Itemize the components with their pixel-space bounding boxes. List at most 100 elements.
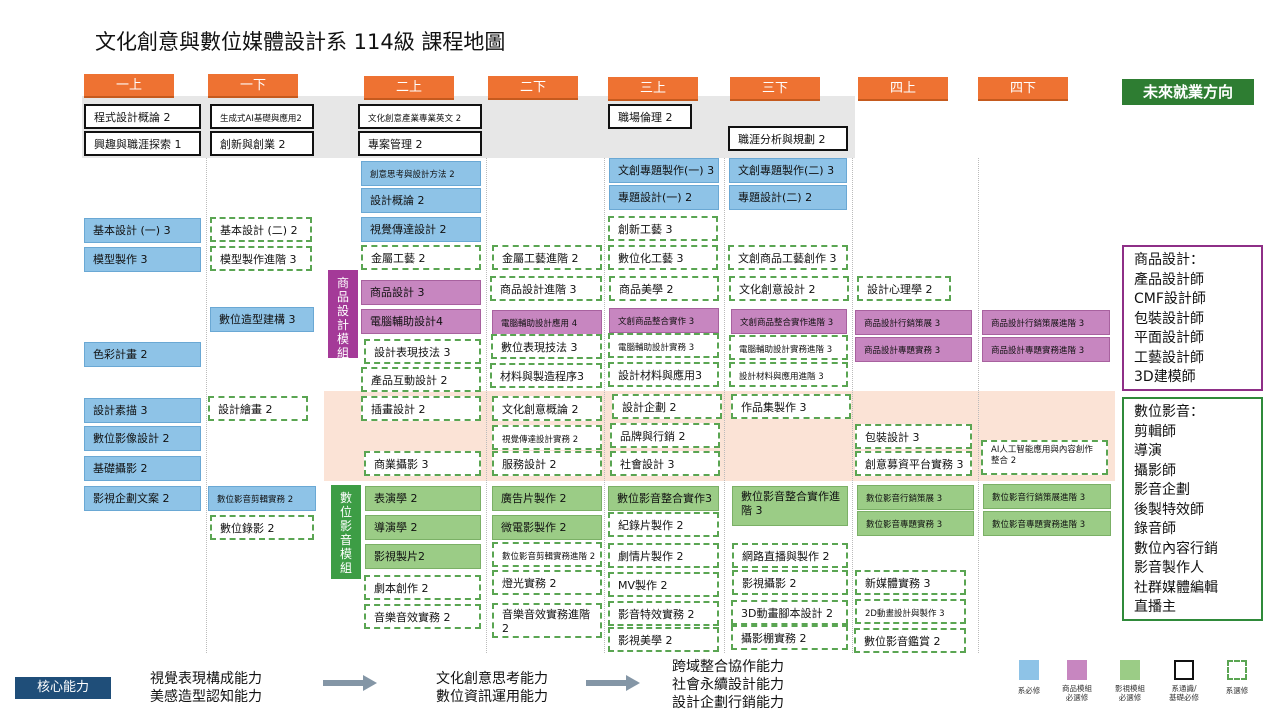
career-item: 錄音師 (1134, 521, 1176, 537)
course-cell: 商品設計進階 3 (490, 276, 602, 301)
course-cell: 數位影音行銷策展進階 3 (983, 484, 1111, 509)
course-cell: 職涯分析與規劃 2 (728, 126, 848, 151)
career-product-box: 商品設計： 產品設計師 CMF設計師 包裝設計師 平面設計師 工藝設計師 3D建… (1122, 245, 1263, 391)
course-cell: 程式設計概論 2 (84, 104, 201, 129)
course-cell: 數位影音鑑賞 2 (854, 628, 966, 653)
course-cell: 電腦輔助設計應用 4 (492, 310, 602, 335)
course-cell: 網路直播與製作 2 (732, 543, 848, 568)
course-cell: 品牌與行銷 2 (610, 423, 720, 448)
media-module-label: 數位影音模組 (331, 485, 361, 579)
core-ability: 跨域整合協作能力 (672, 659, 784, 675)
legend-blue-label: 系必修 (1017, 686, 1041, 695)
divider (206, 158, 207, 653)
semester-1-1: 一上 (84, 74, 174, 98)
course-cell: 商品設計專題實務 3 (855, 337, 972, 362)
course-cell: 數位影音專題實務進階 3 (983, 511, 1111, 536)
career-media-box: 數位影音： 剪輯師 導演 攝影師 影音企劃 後製特效師 錄音師 數位內容行銷 影… (1122, 397, 1263, 621)
course-cell: 基本設計 (一) 3 (84, 218, 201, 243)
course-cell: 視覺傳達設計 2 (361, 217, 481, 242)
core-ability: 視覺表現構成能力 (150, 671, 262, 687)
course-cell: 設計材料與應用進階 3 (729, 362, 848, 387)
course-cell: 攝影棚實務 2 (731, 625, 848, 650)
course-cell: 影視企劃文案 2 (84, 486, 201, 511)
course-cell: 基礎攝影 2 (84, 456, 201, 481)
career-item: 平面設計師 (1134, 330, 1204, 346)
course-cell: 生成式AI基礎與應用2 (210, 104, 314, 129)
core-ability: 文化創意思考能力 (436, 671, 548, 687)
career-item: 影音企劃 (1134, 482, 1190, 498)
course-cell: 文化創意概論 2 (492, 396, 602, 421)
course-cell: 商品設計 3 (361, 280, 481, 305)
semester-3-2: 三下 (730, 77, 820, 101)
course-cell: 文創商品工藝創作 3 (728, 245, 848, 270)
course-cell: 微電影製作 2 (492, 515, 602, 540)
course-cell: 職場倫理 2 (608, 104, 692, 129)
core-ability: 社會永續設計能力 (672, 677, 784, 693)
core-ability-group-2: 文化創意思考能力 數位資訊運用能力 (436, 670, 548, 706)
course-cell: 2D動畫設計與製作 3 (855, 599, 966, 624)
arrow-icon (323, 675, 377, 691)
career-item: 導演 (1134, 443, 1162, 459)
course-cell: 燈光實務 2 (492, 570, 602, 595)
course-cell: 創意思考與設計方法 2 (361, 161, 481, 186)
course-cell: 設計表現技法 3 (364, 339, 481, 364)
legend-req-swatch (1174, 660, 1194, 680)
career-item: 社群媒體編輯 (1134, 579, 1218, 596)
career-item: 剪輯師 (1134, 423, 1176, 440)
career-item: 直播主 (1134, 599, 1176, 615)
course-cell: 材料與製造程序3 (490, 363, 602, 388)
course-cell: 影視攝影 2 (732, 570, 848, 595)
divider (604, 158, 605, 653)
product-module-label: 商品設計模組 (328, 270, 358, 360)
course-cell: 設計心理學 2 (857, 276, 951, 301)
course-cell: 電腦輔助設計4 (361, 309, 481, 334)
course-cell: 創新與創業 2 (210, 131, 314, 156)
course-cell: 數位影音剪輯實務進階 2 (492, 542, 602, 567)
course-cell: 社會設計 3 (610, 451, 720, 476)
course-cell: 商品設計行銷策展 3 (855, 310, 972, 335)
course-cell: 設計材料與應用3 (608, 362, 719, 387)
course-cell: 插畫設計 2 (361, 396, 481, 421)
semester-1-2: 一下 (208, 74, 298, 98)
career-item: 包裝設計師 (1134, 310, 1204, 327)
legend-dash-label: 系選修 (1225, 686, 1249, 695)
course-cell: 金屬工藝進階 2 (492, 245, 602, 270)
course-cell: 數位錄影 2 (210, 515, 314, 540)
semester-3-1: 三上 (608, 77, 698, 101)
core-ability-group-3: 跨域整合協作能力 社會永續設計能力 設計企劃行銷能力 (672, 658, 784, 712)
course-cell: 色彩計畫 2 (84, 342, 201, 367)
course-cell: 影音特效實務 2 (608, 601, 719, 626)
semester-4-2: 四下 (978, 77, 1068, 101)
course-cell: 設計素描 3 (84, 398, 201, 423)
career-item: 3D建模師 (1134, 369, 1196, 385)
course-cell: 影視美學 2 (608, 627, 719, 652)
course-cell: AI人工智能應用與內容創作整合 2 (981, 440, 1108, 475)
course-cell: 文創專題製作(一) 3 (609, 158, 719, 183)
core-ability: 數位資訊運用能力 (436, 689, 548, 705)
course-cell: 電腦輔助設計實務進階 3 (729, 335, 848, 360)
career-item: 數位影音： (1134, 404, 1204, 420)
divider (978, 158, 979, 653)
career-header: 未來就業方向 (1122, 79, 1254, 105)
course-cell: 商品美學 2 (609, 276, 719, 301)
course-cell: 包裝設計 3 (855, 424, 972, 449)
course-cell: 廣告片製作 2 (492, 486, 602, 511)
course-cell: 作品集製作 3 (731, 394, 851, 419)
course-cell: 數位影音整合實作3 (608, 486, 719, 511)
legend-text: 系通識/ (1171, 684, 1197, 693)
course-cell: 基本設計 (二) 2 (210, 217, 312, 242)
course-cell: 數位表現技法 3 (491, 334, 602, 359)
course-cell: 數位影音專題實務 3 (857, 511, 974, 536)
course-cell: 3D動畫腳本設計 2 (731, 600, 848, 625)
course-cell: 文創專題製作(二) 3 (729, 158, 847, 183)
career-item: CMF設計師 (1134, 291, 1206, 307)
legend-purple-label: 商品模組 必選修 (1058, 684, 1096, 702)
course-cell: 服務設計 2 (492, 451, 602, 476)
course-cell: 電腦輔助設計實務 3 (608, 333, 719, 358)
course-cell: 專題設計(二) 2 (729, 185, 847, 210)
course-cell: MV製作 2 (608, 572, 719, 597)
course-cell: 數位造型建構 3 (210, 307, 314, 332)
course-cell: 表演學 2 (365, 486, 481, 511)
course-cell: 劇本創作 2 (364, 575, 481, 600)
core-ability: 設計企劃行銷能力 (672, 695, 784, 711)
